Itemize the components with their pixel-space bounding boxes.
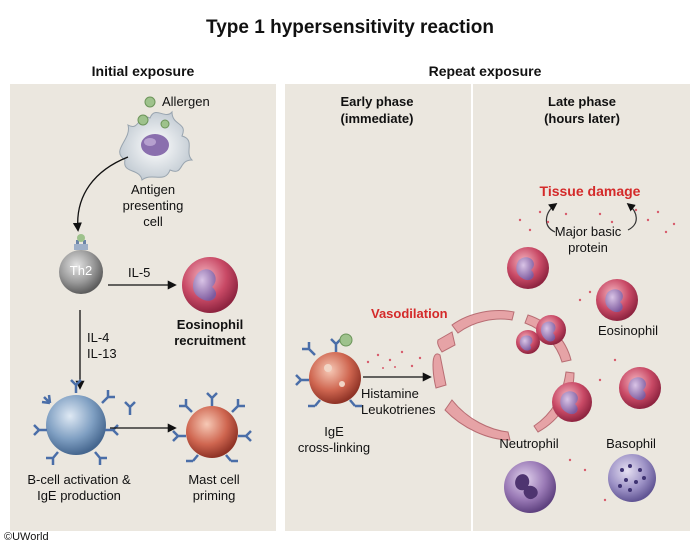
early-phase-panel	[285, 84, 472, 531]
eosinophil-cell-icon	[182, 257, 238, 313]
mast-cell-label-line1: Mast cell	[188, 472, 240, 487]
allergen-icon	[137, 96, 170, 129]
arrow-mbp-left	[545, 203, 558, 233]
free-ige-antibody-icon	[124, 401, 136, 415]
ige-crosslinked-mast-cell-icon	[295, 333, 362, 408]
extravasating-eosinophil-icon	[516, 315, 566, 354]
initial-exposure-header: Initial exposure	[91, 63, 195, 79]
eosinophil-recruitment-line1: Eosinophil	[176, 317, 244, 332]
copyright-label: ©UWorld	[4, 531, 49, 543]
early-phase-label-line2: (immediate)	[340, 111, 414, 126]
repeat-exposure-header: Repeat exposure	[428, 63, 542, 79]
eosinophil-recruitment-line2: recruitment	[174, 333, 246, 348]
arrow-mbp-right	[626, 202, 637, 231]
antigen-presenting-cell-icon	[119, 110, 194, 181]
th2-label: Th2	[69, 263, 93, 278]
late-eosinophil-3-icon	[552, 382, 592, 422]
late-eosinophil-2-icon	[596, 279, 638, 321]
apc-label-line3: cell	[143, 214, 163, 229]
ige-crosslinking-line2: cross-linking	[297, 440, 371, 455]
mbp-label-line2: protein	[568, 240, 608, 255]
late-phase-panel	[472, 84, 690, 531]
late-eosinophil-1-icon	[507, 247, 549, 289]
vasodilation-label: Vasodilation	[371, 306, 448, 321]
mast-cell-label-line2: priming	[192, 488, 236, 503]
arrow-apc-to-th2	[72, 156, 129, 232]
basophil-cell-icon	[608, 454, 656, 502]
allergen-label: Allergen	[162, 94, 210, 109]
bcell-label-line1: B-cell activation &	[27, 472, 131, 487]
basophil-label: Basophil	[606, 436, 656, 451]
late-phase-label-line2: (hours later)	[544, 111, 620, 126]
histamine-label: Histamine	[361, 386, 419, 401]
diagram-title: Type 1 hypersensitivity reaction	[206, 17, 494, 38]
mast-cell-icon	[172, 392, 252, 463]
bcell-label-line2: IgE production	[37, 488, 121, 503]
neutrophil-label: Neutrophil	[499, 436, 559, 451]
neutrophil-cell-icon	[504, 461, 556, 513]
apc-label-line1: Antigen	[130, 182, 176, 197]
late-phase-label-line1: Late phase	[548, 94, 616, 109]
late-eosinophil-4-icon	[619, 367, 661, 409]
early-phase-label-line1: Early phase	[340, 94, 414, 109]
leukotrienes-label: Leukotrienes	[361, 402, 436, 417]
il4-label: IL-4	[87, 330, 110, 345]
il13-label: IL-13	[87, 346, 117, 361]
il5-label: IL-5	[128, 265, 151, 280]
mbp-label-line1: Major basic	[554, 224, 622, 239]
ige-crosslinking-line1: IgE	[324, 424, 344, 439]
b-cell-icon	[33, 379, 119, 465]
eosinophil-label: Eosinophil	[598, 323, 658, 338]
tissue-damage-label: Tissue damage	[539, 183, 641, 199]
apc-label-line2: presenting	[122, 198, 184, 213]
th2-cell-icon	[59, 234, 103, 294]
